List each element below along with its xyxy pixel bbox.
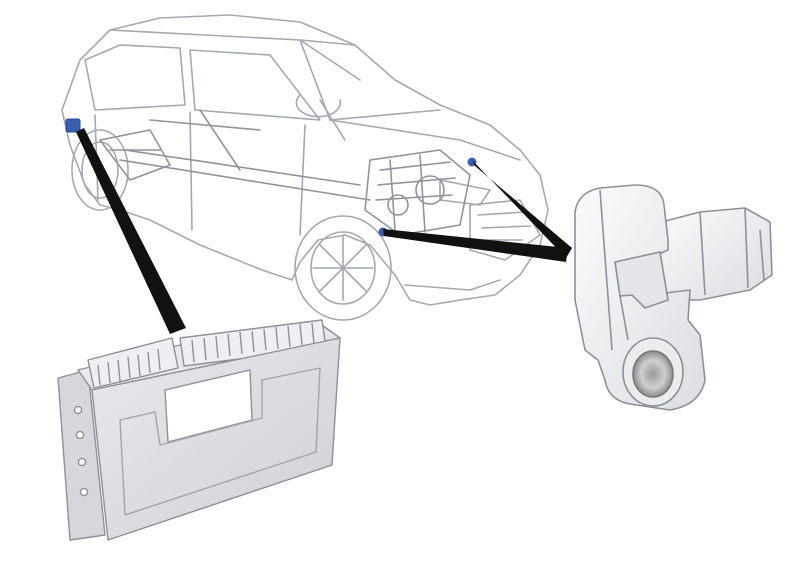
ecu-recess-panel [119, 367, 321, 516]
ecu-front-face [91, 337, 341, 541]
car-side-windows [84, 44, 321, 121]
sensor-connector [649, 207, 773, 301]
car-front-bumper [404, 279, 501, 291]
car-roof-line [109, 29, 361, 81]
car-hood [329, 119, 521, 161]
steering-column [295, 94, 346, 141]
ecu-box-icon [57, 319, 341, 541]
drive-shaft [119, 109, 371, 201]
sensor-icon [574, 184, 773, 411]
rear-module-marker [65, 118, 81, 133]
callout-upper-sensor [472, 160, 572, 258]
engine-block [364, 149, 471, 236]
car-body-outline [61, 14, 549, 306]
car-windshield [299, 39, 441, 121]
rear-suspension [99, 129, 171, 181]
front-wheel [294, 215, 392, 321]
car-headlight [439, 179, 491, 206]
callout-lower-sensor [383, 229, 568, 262]
rear-wheel [71, 129, 129, 211]
ecu-mounting-flange [57, 369, 106, 541]
suv-xray-icon [61, 14, 549, 321]
callout-to-control-module [76, 128, 186, 334]
